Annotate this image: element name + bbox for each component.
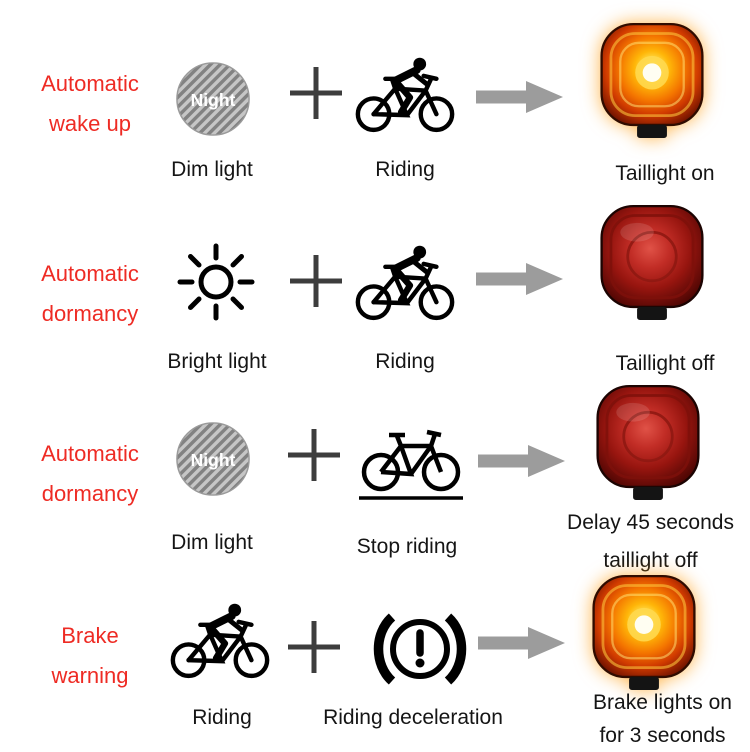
row2-result-label: Taillight off xyxy=(615,352,715,375)
taillight-off-image xyxy=(592,382,704,506)
plus-icon xyxy=(285,618,343,676)
arrow-right-icon xyxy=(476,80,564,114)
row2-condition2-label: Riding xyxy=(375,350,435,373)
row1-title: Automatic wake up xyxy=(41,71,139,136)
riding-cyclist-icon xyxy=(350,56,460,135)
taillight-off-image xyxy=(596,202,708,326)
taillight-on-image xyxy=(588,572,700,696)
arrow-right-icon xyxy=(476,262,564,296)
plus-icon xyxy=(285,426,343,484)
row4-condition1-label: Riding xyxy=(192,706,252,729)
sun-bright-light-icon xyxy=(172,238,260,326)
row3-result-label: Delay 45 seconds taillight off xyxy=(567,511,734,572)
plus-icon xyxy=(287,252,345,310)
row3-condition1-label: Dim light xyxy=(171,531,253,554)
night-dim-light-icon: Night xyxy=(174,60,252,138)
row4-result-label: Brake lights on for 3 seconds xyxy=(593,691,732,747)
row3-condition2-label: Stop riding xyxy=(356,535,458,558)
riding-cyclist-icon xyxy=(350,244,460,323)
row4-condition2-label: Riding deceleration xyxy=(323,706,503,729)
arrow-right-icon xyxy=(478,626,566,660)
row2-condition1-label: Bright light xyxy=(167,350,267,373)
taillight-on-image xyxy=(596,20,708,144)
row1-condition2-label: Riding xyxy=(375,158,435,181)
row1-condition1-label: Dim light xyxy=(171,158,253,181)
arrow-right-icon xyxy=(478,444,566,478)
night-label: Night xyxy=(191,90,236,110)
row2-title: Automatic dormancy xyxy=(41,261,139,326)
night-dim-light-icon: Night xyxy=(174,420,252,498)
night-label: Night xyxy=(191,450,236,470)
row1-result-label: Taillight on xyxy=(615,162,715,185)
deceleration-warning-icon xyxy=(358,606,482,692)
row4-title: Brake warning xyxy=(51,623,129,688)
row3-title: Automatic dormancy xyxy=(41,441,139,506)
bicycle-stopped-icon xyxy=(355,416,467,504)
riding-cyclist-icon xyxy=(165,602,275,681)
plus-icon xyxy=(287,64,345,122)
